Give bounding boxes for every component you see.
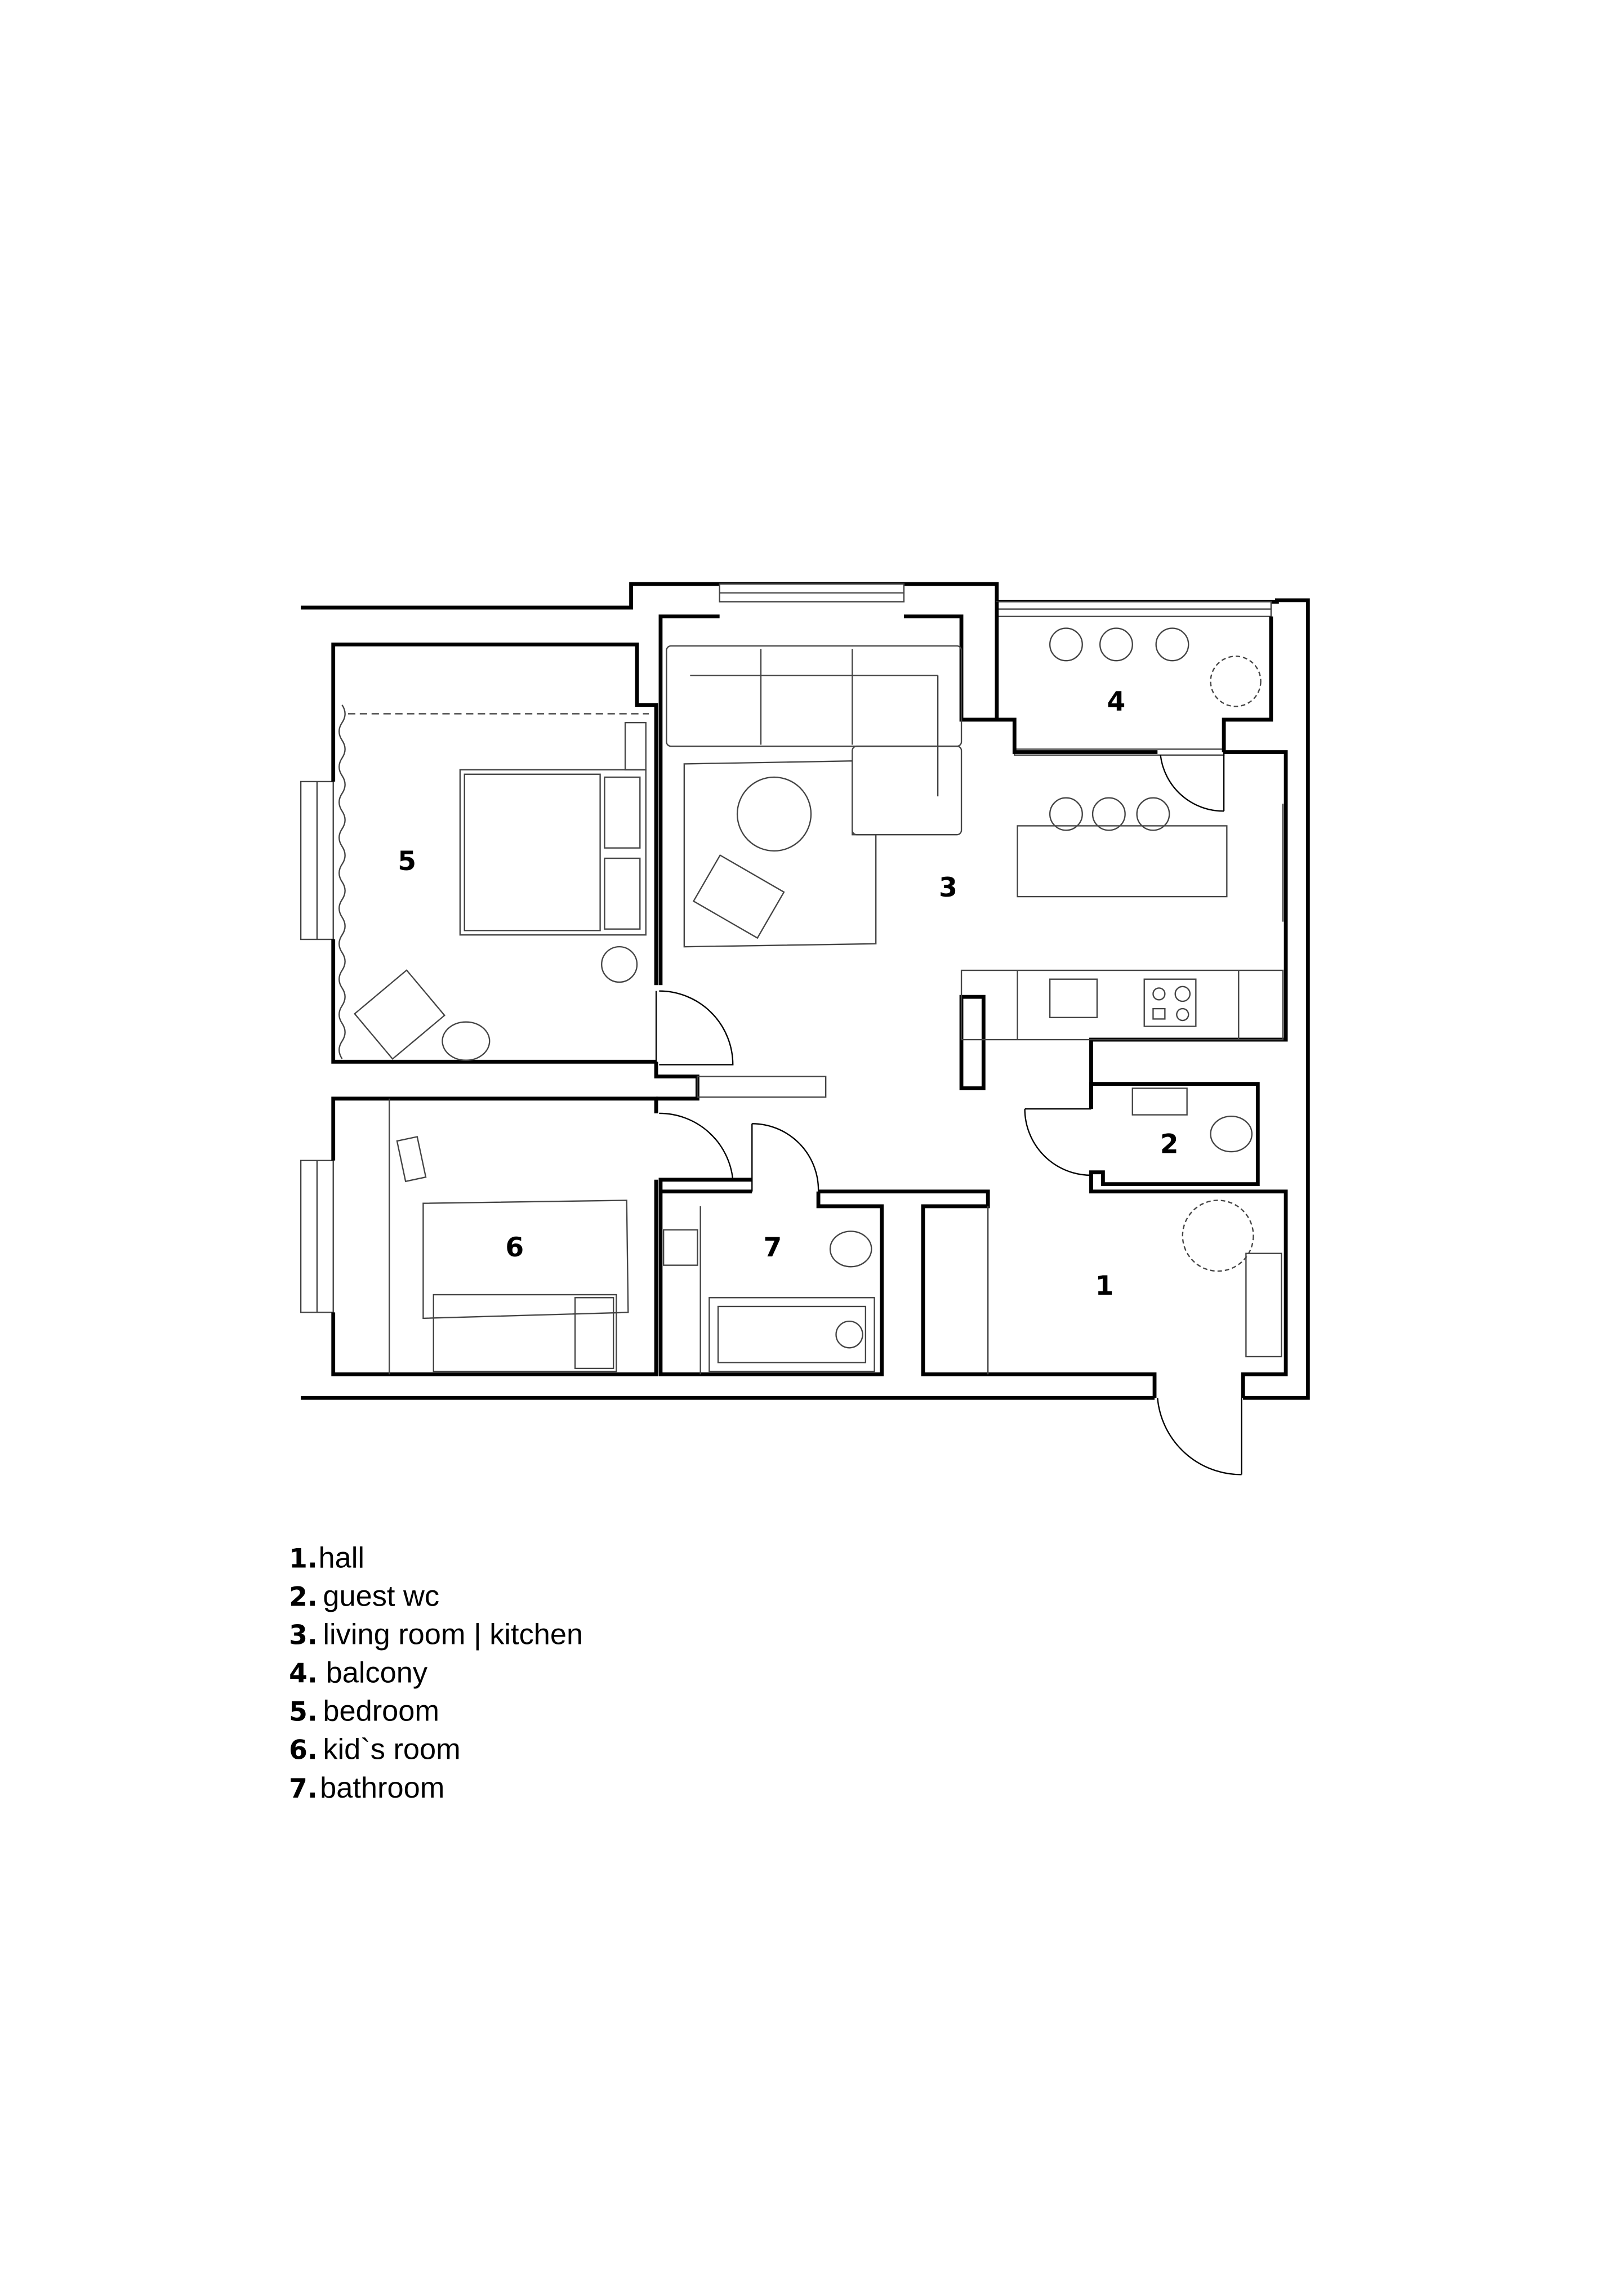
kids-room-walls — [331, 1096, 658, 1376]
room-label-bedroom: 5 — [398, 846, 416, 877]
legend-label: bedroom — [323, 1695, 439, 1728]
legend-label: balcony — [326, 1657, 428, 1689]
legend-number: 5. — [289, 1697, 318, 1728]
exterior-wall — [301, 582, 1310, 1400]
legend-label: kid`s room — [323, 1733, 460, 1766]
legend-number: 4. — [289, 1659, 318, 1689]
room-label-guest-wc: 2 — [1160, 1129, 1179, 1160]
legend: 1. hall 2. guest wc 3. living room | kit… — [289, 1541, 583, 1804]
legend-number: 7. — [289, 1773, 318, 1804]
legend-number: 2. — [289, 1581, 318, 1612]
room-label-living-kitchen: 3 — [939, 872, 957, 903]
room-label-balcony: 4 — [1107, 686, 1126, 717]
room-label-hall: 1 — [1095, 1270, 1114, 1301]
bathroom-walls — [658, 1178, 884, 1376]
furniture — [338, 627, 1284, 1375]
living-walls — [658, 614, 1288, 1109]
legend-number: 1. — [289, 1543, 318, 1574]
legend-label: guest wc — [323, 1580, 439, 1612]
legend-number: 3. — [289, 1620, 318, 1651]
corridor-stub — [654, 1062, 699, 1101]
room-label-kids-room: 6 — [505, 1232, 524, 1263]
kitchen-column — [959, 995, 986, 1090]
guest-wc-walls — [1089, 1082, 1288, 1398]
legend-label: hall — [319, 1541, 365, 1574]
hall-walls — [818, 1189, 1157, 1398]
room-label-bathroom: 7 — [764, 1232, 782, 1263]
legend-label: living room | kitchen — [323, 1619, 583, 1651]
legend-number: 6. — [289, 1735, 318, 1766]
doors — [655, 752, 1242, 1475]
bedroom-walls — [331, 642, 658, 1064]
legend-label: bathroom — [320, 1772, 444, 1804]
balcony-walls — [995, 601, 1273, 752]
